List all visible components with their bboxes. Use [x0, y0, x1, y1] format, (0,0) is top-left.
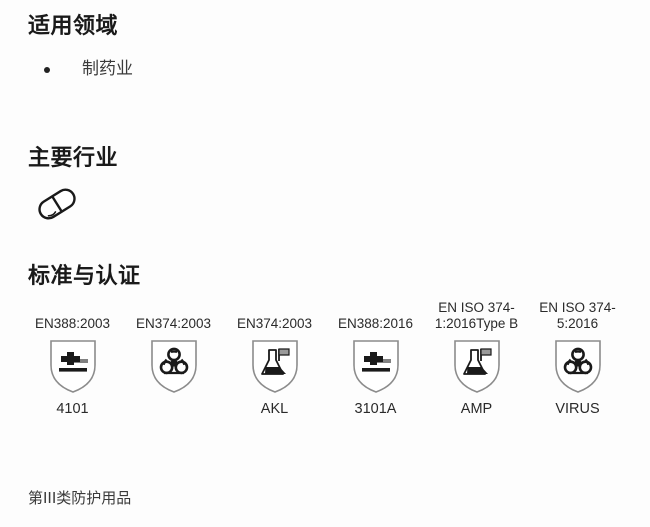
certification-caption: 4101	[56, 401, 89, 417]
chemical-flask-shield-icon	[451, 337, 503, 395]
mechanical-hazard-shield-icon	[47, 337, 99, 395]
capsule-pill-icon	[28, 184, 86, 224]
biohazard-shield-icon	[552, 337, 604, 395]
certification-item: EN388:2003 4101	[22, 316, 123, 418]
protective-category-note: 第III类防护用品	[28, 489, 132, 507]
section-heading-industry: 主要行业	[28, 146, 119, 171]
certification-item: EN374:2003	[123, 316, 224, 418]
application-list: 制药业	[28, 58, 133, 82]
certification-standard-label: EN388:2003	[34, 316, 111, 331]
certification-caption: AKL	[260, 401, 289, 417]
chemical-flask-shield-icon	[249, 337, 301, 395]
section-heading-standards: 标准与认证	[28, 264, 141, 289]
certification-standard-label: EN ISO 374-5:2016	[539, 300, 616, 331]
certification-item: EN388:2016 3101A	[325, 316, 426, 418]
certification-standard-label: EN374:2003	[236, 316, 313, 331]
certification-standard-label: EN ISO 374-1:2016Type B	[434, 300, 519, 331]
certification-item: EN ISO 374-1:2016Type B AMP	[426, 300, 527, 418]
certification-standard-label: EN388:2016	[337, 316, 414, 331]
list-item: 制药业	[28, 58, 133, 82]
biohazard-shield-icon	[148, 337, 200, 395]
certification-caption: VIRUS	[555, 401, 600, 417]
industry-icon-list	[28, 184, 86, 224]
list-item-label: 制药业	[82, 59, 133, 79]
certification-item: EN374:2003 AKL	[224, 316, 325, 418]
certification-row: EN388:2003 4101 EN374:2003	[22, 300, 628, 418]
certification-caption: AMP	[460, 401, 493, 417]
mechanical-hazard-shield-icon	[350, 337, 402, 395]
bullet-dot-icon	[44, 66, 50, 73]
certification-standard-label: EN374:2003	[135, 316, 212, 331]
certification-item: EN ISO 374-5:2016	[527, 300, 628, 418]
certification-caption: 3101A	[354, 401, 397, 417]
section-heading-application: 适用领域	[28, 14, 119, 39]
